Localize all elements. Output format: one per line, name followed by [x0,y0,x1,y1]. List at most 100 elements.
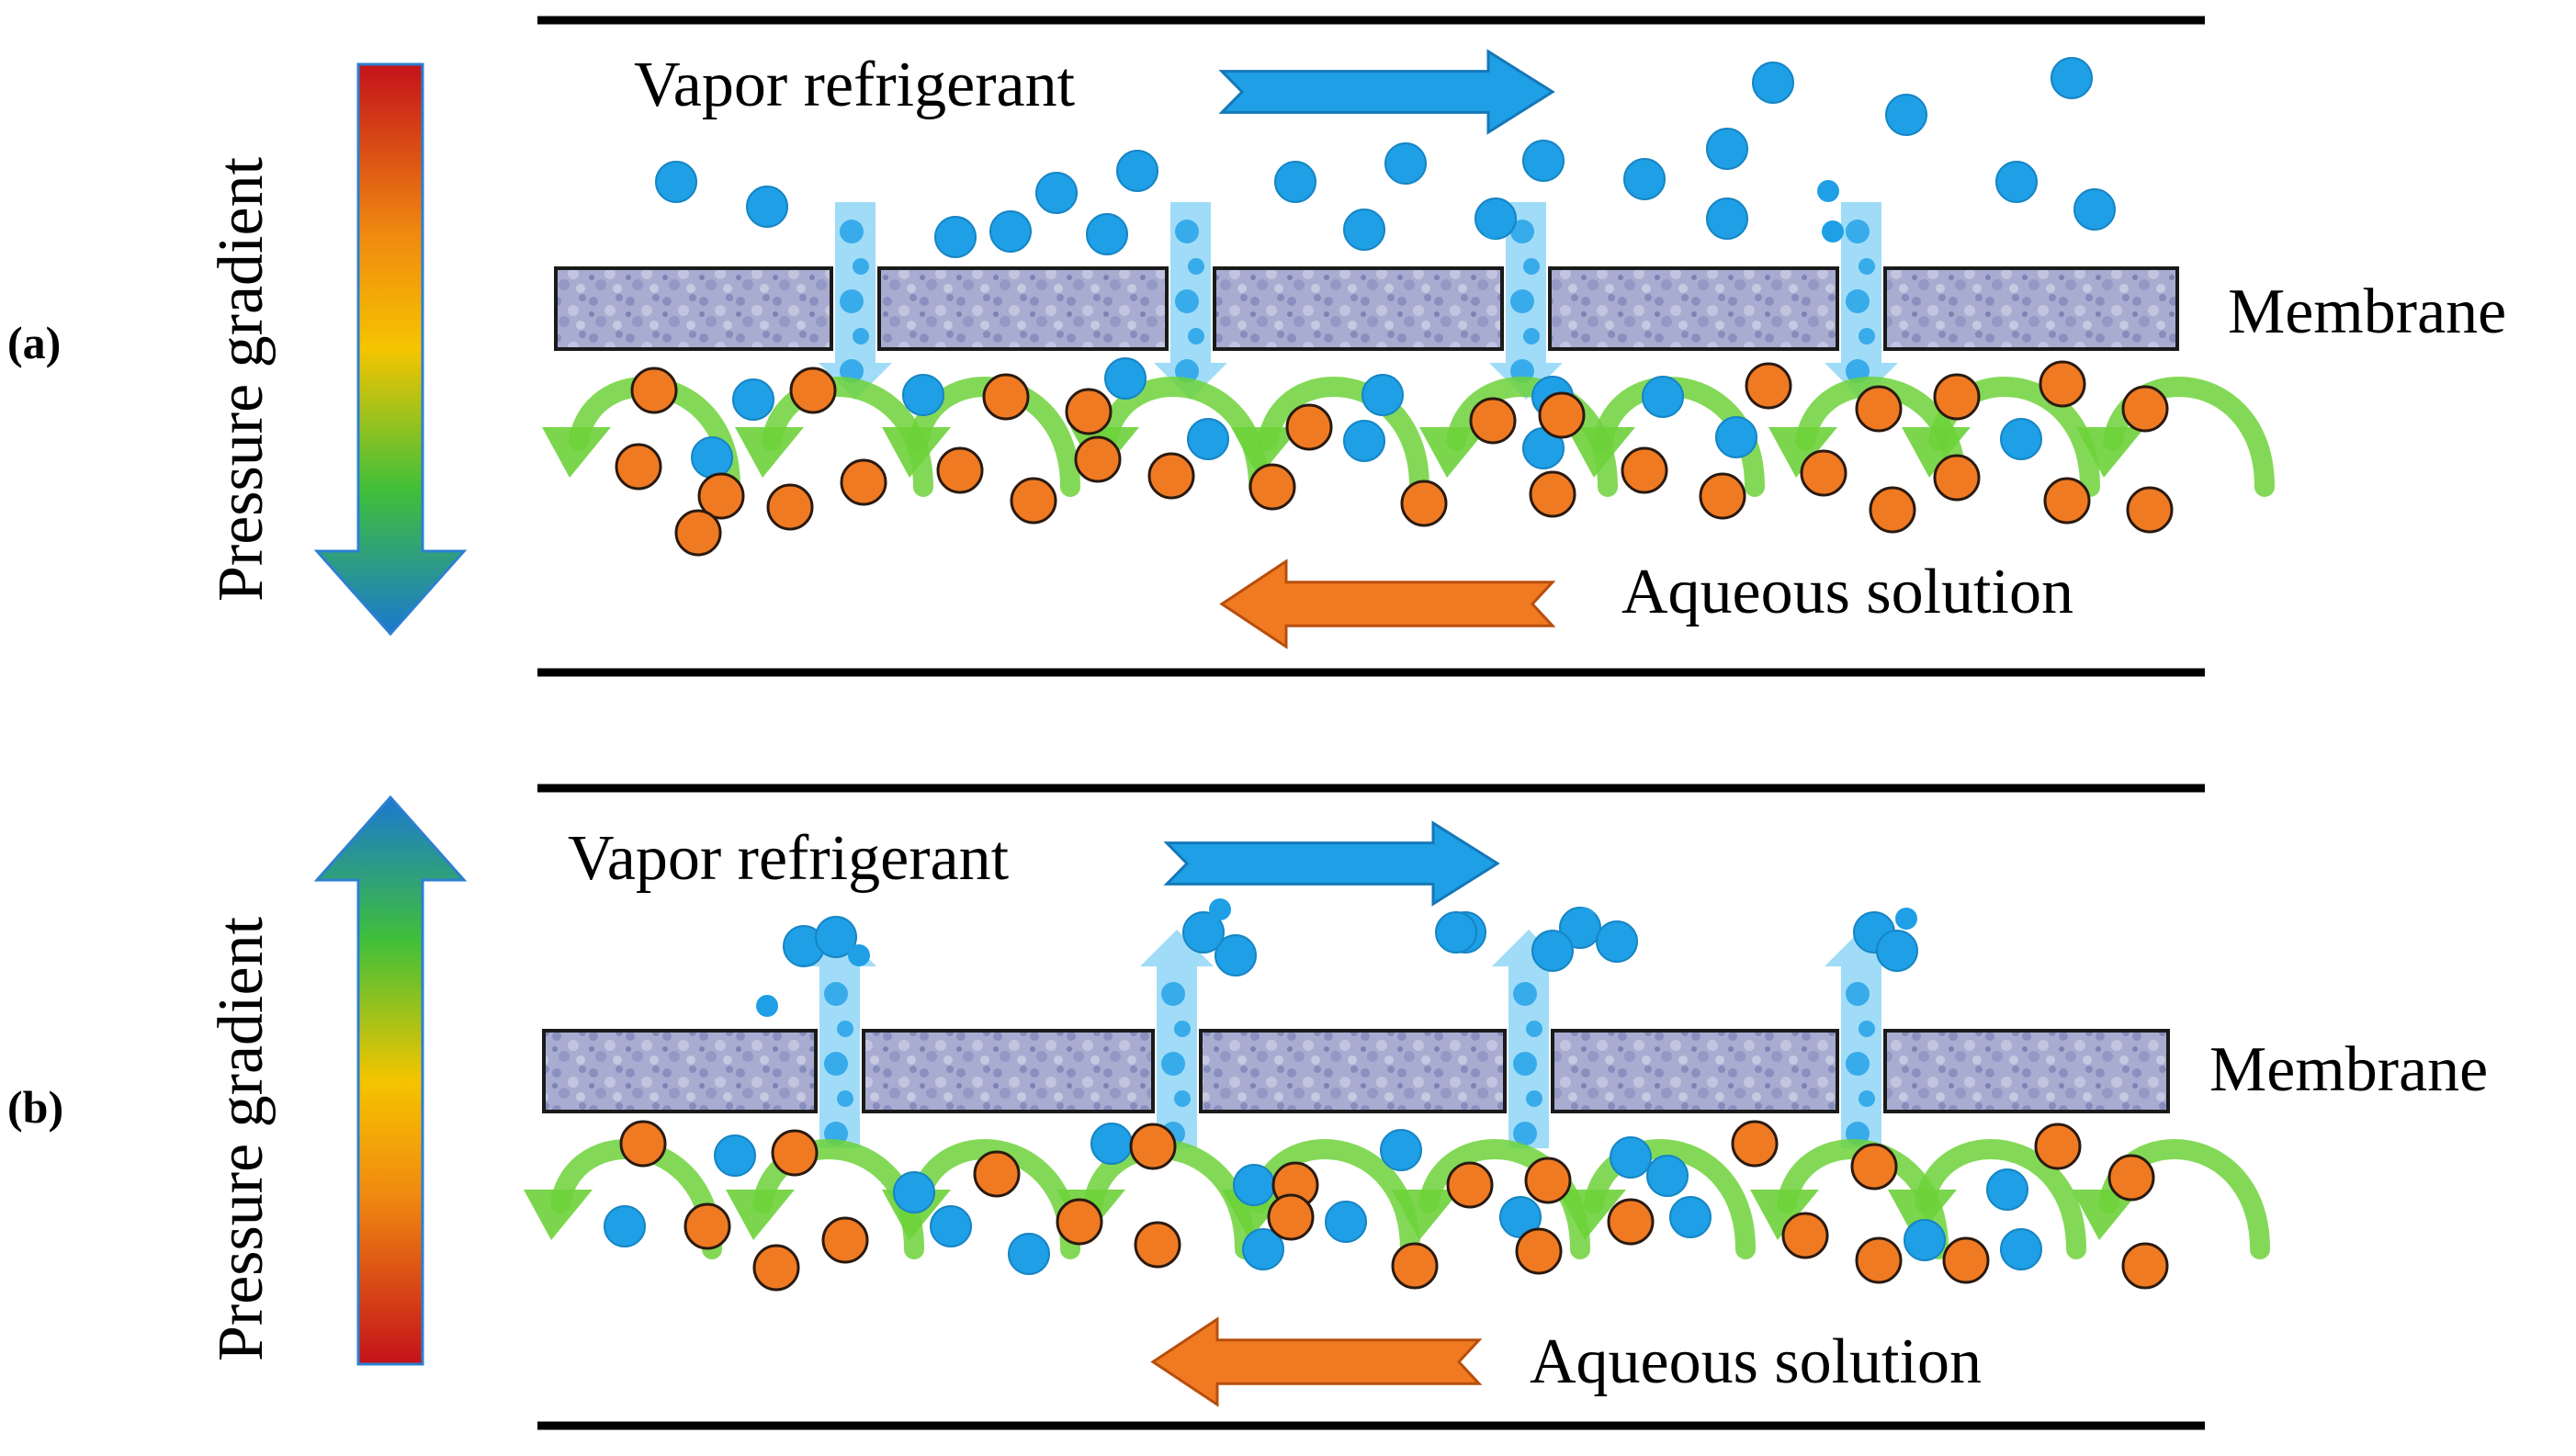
panel-b-refrigerant-molecule [1904,1219,1946,1261]
panel-b-pore-vapor-droplet [1174,1090,1191,1107]
panel-a-solute-particle [615,443,662,491]
panel-a-solute-particle [697,472,745,520]
panel-b-solute-particle [973,1150,1021,1198]
panel-a-solute-particle [630,367,678,414]
panel-a-recirculation-arrowhead [1902,427,1971,478]
panel-a-small-vapor-droplet [1482,217,1504,239]
panel-a-refrigerant-molecule [1715,416,1757,458]
panel-a-membrane-label: Membrane [2228,277,2507,347]
panel-a-vapor-droplet [989,210,1032,253]
panel-a-refrigerant-molecule [2000,418,2042,460]
panel-a-solute-particle [1855,385,1903,433]
panel-a-solute-particle [936,446,984,494]
panel-b-small-vapor-droplet [1895,908,1917,930]
panel-b-solute-particle [2121,1242,2169,1290]
panel-a-membrane-segment [1548,266,1839,351]
panel-b-pore-flow-arrow [1825,930,1898,1148]
panel-b-solute-particle [1607,1198,1655,1246]
panel-a-recirculation-arrowhead [735,427,804,478]
panel-a-gradient-label: Pressure gradient [206,156,277,602]
panel-b-vapor-droplet [1531,930,1574,972]
panel-a-vapor-droplet [1706,128,1748,170]
panel-b-pore-vapor-droplet [1526,1090,1542,1107]
panel-b-refrigerant-molecule [1646,1155,1689,1197]
panel-a-solute-particle [1800,449,1847,497]
panel-b-solute-particle [821,1216,869,1264]
panel-b-recirculation-arrowhead [524,1190,593,1240]
panel-b-solute-particle [1056,1198,1103,1246]
panel-b-pore-vapor-droplet [1846,982,1870,1006]
panel-a-pore-vapor-droplet [1510,289,1534,313]
panel-b-refrigerant-molecule [893,1171,935,1213]
panel-b-small-vapor-droplet [788,931,810,953]
panel-b-solute-particle [1855,1236,1903,1284]
panel-b-gradient-label: Pressure gradient [206,916,277,1361]
panel-b-refrigerant-molecule [1380,1129,1422,1171]
panel-a-refrigerant-molecule [1187,418,1229,460]
panel-b-refrigerant-molecule [604,1205,646,1247]
panel-b-pore-vapor-droplet [1513,1122,1537,1146]
panel-b-pore-vapor-droplet [1846,1052,1870,1076]
panel-a-vapor-droplet [2073,188,2116,231]
panel-a-membrane-segment [554,266,833,351]
panel-a-small-vapor-droplet [1822,220,1844,243]
panel-a-pore-vapor-droplet [1175,289,1199,313]
panel-b-solute-particle [1850,1143,1898,1191]
panel-b-membrane-label: Membrane [2209,1034,2489,1105]
panel-b-refrigerant-molecule [2000,1228,2042,1270]
panel-a-solute-particle [1745,362,1792,410]
panel-b-recirculation-arrowhead [1557,1190,1626,1240]
panel-a-solute-particle [2121,385,2169,433]
panel-b-solute-particle [752,1244,800,1292]
panel-a-refrigerant-molecule [1343,420,1385,462]
panel-b-small-vapor-droplet [848,944,870,966]
panel-a-solute-particle [1065,388,1113,435]
panel-b-solute-particle [2107,1154,2155,1202]
diagram-layer [313,16,2275,1430]
panel-a-refrigerant-molecule [691,436,733,479]
panel-a-pore-vapor-droplet [1846,220,1870,243]
panel-a-vapor-droplet [1522,140,1565,182]
panel-a-solute-particle [2039,360,2086,408]
panel-b-solute-particle [1781,1212,1829,1259]
panel-a-recirculation-arrowhead [1768,427,1837,478]
panel-a-solute-particle [2126,486,2174,534]
panel-a-vapor-droplet [1274,161,1316,203]
panel-b-recirculation-arrowhead [1392,1190,1461,1240]
panel-b-pore-flow-arrow [1492,930,1565,1148]
panel-a-recirculation-arrowhead [1231,427,1300,478]
panel-a-vapor-droplet [655,161,697,203]
panel-b-pore-flow-arrow [1140,930,1214,1148]
panel-a-solution-label: Aqueous solution [1621,557,2073,627]
panel-b-solution-label: Aqueous solution [1530,1326,1982,1397]
panel-b-refrigerant-molecule [1090,1123,1133,1165]
panel-a-vapor-droplet [1623,158,1666,200]
panel-b-solute-particle [771,1129,819,1177]
panel-b-pressure-gradient-arrow [313,795,468,1366]
panel-b-pore-vapor-droplet [1161,982,1185,1006]
panel-b-vapor-droplet [815,916,857,958]
panel-b-solution-flow-arrow [1150,1316,1483,1407]
panel-a-solute-particle [766,483,814,531]
panel-a-solute-particle [1538,391,1586,439]
panel-a-pore-vapor-droplet [853,328,869,344]
panel-b-membrane-segment [1551,1029,1839,1113]
panel-b-solute-particle [1267,1193,1315,1241]
panel-a-vapor-droplet [746,186,788,228]
panel-a-solute-particle [1933,454,1981,502]
panel-b-pore-vapor-droplet [1513,982,1537,1006]
panel-a-vapor-droplet [1752,62,1794,104]
panel-b-recirculation-arrowhead [2072,1190,2141,1240]
panel-b-vapor-droplet [1876,930,1918,972]
panel-a-solute-particle [1529,470,1576,518]
panel-a-vapor-flow-arrow [1218,49,1555,135]
panel-b-pore-vapor-droplet [837,1090,853,1107]
panel-b-refrigerant-molecule [1008,1233,1050,1275]
panel-a-recirculation-arrowhead [882,427,951,478]
panel-a-pore-vapor-droplet [1523,328,1540,344]
panel-a-pore-vapor-droplet [853,258,869,275]
panel-a-refrigerant-molecule [1361,374,1404,416]
panel-a-solute-particle [1933,373,1981,421]
